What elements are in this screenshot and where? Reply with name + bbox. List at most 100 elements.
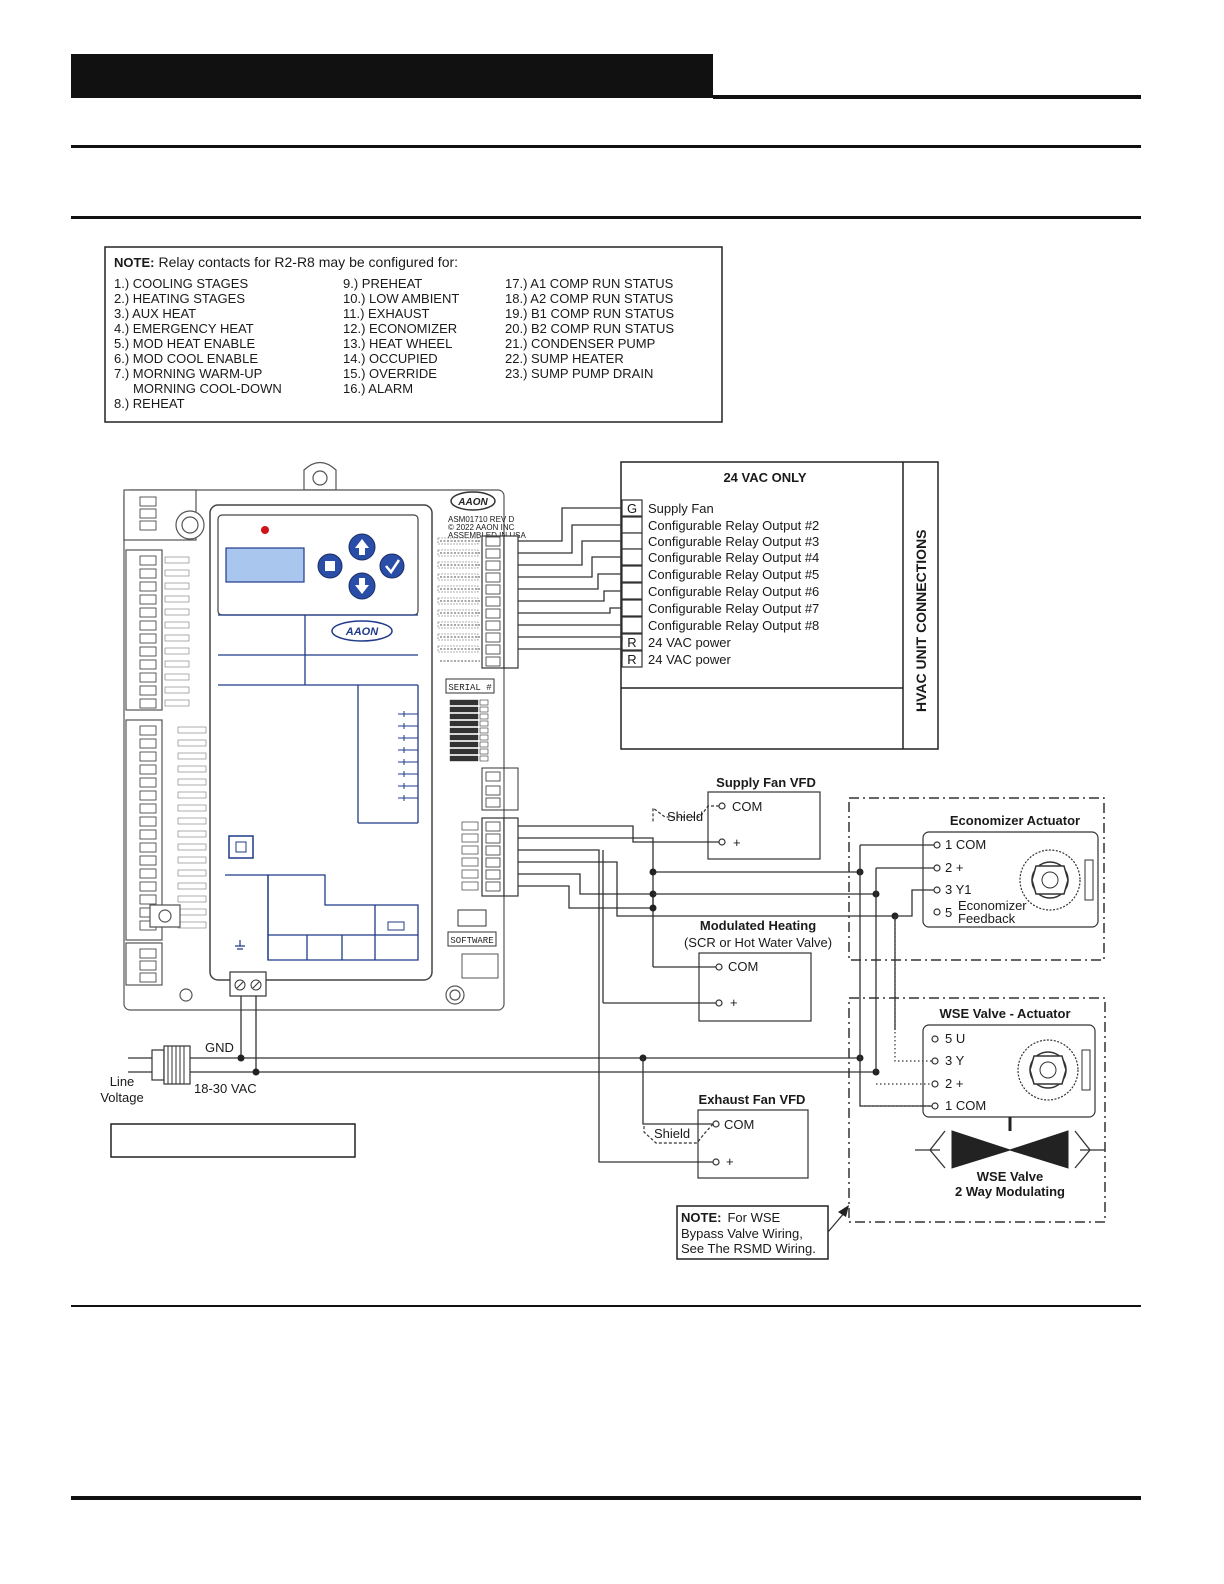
- svg-text:(SCR or Hot Water Valve): (SCR or Hot Water Valve): [684, 935, 832, 950]
- svg-text:+: +: [726, 1154, 734, 1169]
- terminal-tag: R: [627, 652, 636, 667]
- page-header: [71, 54, 1141, 219]
- wse-actuator-motor-icon: [1017, 1039, 1091, 1101]
- svg-text:Bypass Valve Wiring,: Bypass Valve Wiring,: [681, 1226, 803, 1241]
- svg-text:AAON: AAON: [457, 497, 488, 508]
- note-item: 10.) LOW AMBIENT: [343, 291, 459, 306]
- svg-text:Exhaust Fan VFD: Exhaust Fan VFD: [699, 1092, 806, 1107]
- note-item: 7.) MORNING WARM-UP: [114, 366, 262, 381]
- terminal-tag: R: [627, 635, 636, 650]
- svg-text:18-30 VAC: 18-30 VAC: [194, 1081, 257, 1096]
- svg-text:SERIAL #: SERIAL #: [448, 683, 492, 693]
- svg-text:2 Way Modulating: 2 Way Modulating: [955, 1184, 1065, 1199]
- hvac-row-label: Configurable Relay Output #4: [648, 550, 819, 565]
- supply-fan-vfd: Supply Fan VFD COM + Shield: [652, 775, 821, 860]
- analog-output-terminals: [461, 771, 501, 892]
- note-item: 16.) ALARM: [343, 381, 413, 396]
- hvac-row-label: Configurable Relay Output #5: [648, 567, 819, 582]
- hvac-row-label: 24 VAC power: [648, 635, 732, 650]
- svg-text:3 Y1: 3 Y1: [945, 882, 972, 897]
- blank-label-box: [110, 1123, 356, 1158]
- left-terminal-blocks: [139, 496, 207, 983]
- note-item: 19.) B1 COMP RUN STATUS: [505, 306, 674, 321]
- note-item: 21.) CONDENSER PUMP: [505, 336, 655, 351]
- ground-symbol-icon: [235, 940, 245, 950]
- economizer-actuator: Economizer Actuator 1 COM 2 + 3 Y1 5 Eco…: [848, 797, 1105, 961]
- note-item: 6.) MOD COOL ENABLE: [114, 351, 258, 366]
- svg-text:NOTE:For WSE: NOTE:For WSE: [681, 1210, 781, 1225]
- svg-text:SOFTWARE: SOFTWARE: [450, 936, 493, 946]
- note-item: 2.) HEATING STAGES: [114, 291, 245, 306]
- svg-text:5 U: 5 U: [945, 1031, 965, 1046]
- svg-text:Modulated Heating: Modulated Heating: [700, 918, 816, 933]
- hvac-box-title: 24 VAC ONLY: [723, 470, 806, 485]
- svg-text:COM: COM: [732, 799, 762, 814]
- hvac-row-label: Configurable Relay Output #8: [648, 618, 819, 633]
- svg-text:Line: Line: [110, 1074, 135, 1089]
- note-item: 5.) MOD HEAT ENABLE: [114, 336, 255, 351]
- hvac-row-label: Configurable Relay Output #7: [648, 601, 819, 616]
- svg-text:Economizer Actuator: Economizer Actuator: [950, 813, 1080, 828]
- svg-text:COM: COM: [724, 1117, 754, 1132]
- svg-text:+: +: [730, 995, 738, 1010]
- status-led: [261, 526, 269, 534]
- wse-valve-actuator: WSE Valve - Actuator 5 U 3 Y 2 + 1 COM W…: [848, 997, 1106, 1223]
- svg-text:NOTE:Relay contacts for R2-R8: NOTE: Relay contacts for R2-R8 may be con…: [114, 254, 458, 270]
- controller-board: AAON AAON ASM01710 REV D © 2022 AAON INC…: [123, 461, 526, 1011]
- svg-text:AAON: AAON: [345, 626, 379, 638]
- modulated-heating: Modulated Heating (SCR or Hot Water Valv…: [684, 918, 832, 1022]
- keypad: [317, 533, 405, 600]
- svg-text:5: 5: [945, 905, 952, 920]
- note-item: 14.) OCCUPIED: [343, 351, 438, 366]
- svg-text:1 COM: 1 COM: [945, 837, 986, 852]
- note-item: MORNING COOL-DOWN: [133, 381, 282, 396]
- usb-cover-icon: [228, 835, 254, 859]
- relay-output-wires: [518, 507, 623, 659]
- svg-text:2 +: 2 +: [945, 860, 963, 875]
- power-input: Line Voltage GND 18-30 VAC: [100, 1040, 356, 1158]
- svg-text:Supply Fan VFD: Supply Fan VFD: [716, 775, 816, 790]
- aaon-logo: [331, 620, 393, 642]
- svg-text:See The RSMD Wiring.: See The RSMD Wiring.: [681, 1241, 816, 1256]
- svg-text:Shield: Shield: [654, 1126, 690, 1141]
- svg-text:Shield: Shield: [667, 809, 703, 824]
- relay-config-note: NOTE: Relay contacts for R2-R8 may be con…: [104, 246, 723, 423]
- hvac-side-label: HVAC UNIT CONNECTIONS: [913, 529, 929, 712]
- note-item: 4.) EMERGENCY HEAT: [114, 321, 254, 336]
- note-item: 18.) A2 COMP RUN STATUS: [505, 291, 674, 306]
- svg-text:Voltage: Voltage: [100, 1090, 143, 1105]
- svg-text:GND: GND: [205, 1040, 234, 1055]
- hvac-row-label: Supply Fan: [648, 501, 714, 516]
- note-item: 22.) SUMP HEATER: [505, 351, 624, 366]
- svg-text:ASM01710 REV D: ASM01710 REV D: [448, 515, 514, 524]
- note-heading: NOTE:: [114, 255, 154, 270]
- svg-text:3 Y: 3 Y: [945, 1053, 965, 1068]
- note-item: 13.) HEAT WHEEL: [343, 336, 452, 351]
- hvac-row-label: Configurable Relay Output #6: [648, 584, 819, 599]
- svg-text:Feedback: Feedback: [958, 911, 1016, 926]
- svg-text:WSE Valve - Actuator: WSE Valve - Actuator: [940, 1006, 1071, 1021]
- field-wiring: [190, 825, 934, 1163]
- page-footer: [71, 1305, 1141, 1500]
- note-item: 12.) ECONOMIZER: [343, 321, 457, 336]
- svg-text:COM: COM: [728, 959, 758, 974]
- svg-text:Economizer: Economizer: [958, 898, 1027, 913]
- note-item: 8.) REHEAT: [114, 396, 185, 411]
- note-item: 3.) AUX HEAT: [114, 306, 196, 321]
- svg-text:1 COM: 1 COM: [945, 1098, 986, 1113]
- note-item: 20.) B2 COMP RUN STATUS: [505, 321, 674, 336]
- lcd-display: [225, 547, 305, 583]
- svg-text:WSE Valve: WSE Valve: [977, 1169, 1043, 1184]
- note-item: 1.) COOLING STAGES: [114, 276, 248, 291]
- note-item: 17.) A1 COMP RUN STATUS: [505, 276, 674, 291]
- svg-text:2 +: 2 +: [945, 1076, 963, 1091]
- hvac-row-label: Configurable Relay Output #2: [648, 518, 819, 533]
- note-intro: Relay contacts for R2-R8 may be configur…: [158, 254, 458, 270]
- note-item: 15.) OVERRIDE: [343, 366, 437, 381]
- wse-bypass-note: NOTE:For WSE Bypass Valve Wiring, See Th…: [676, 1205, 849, 1260]
